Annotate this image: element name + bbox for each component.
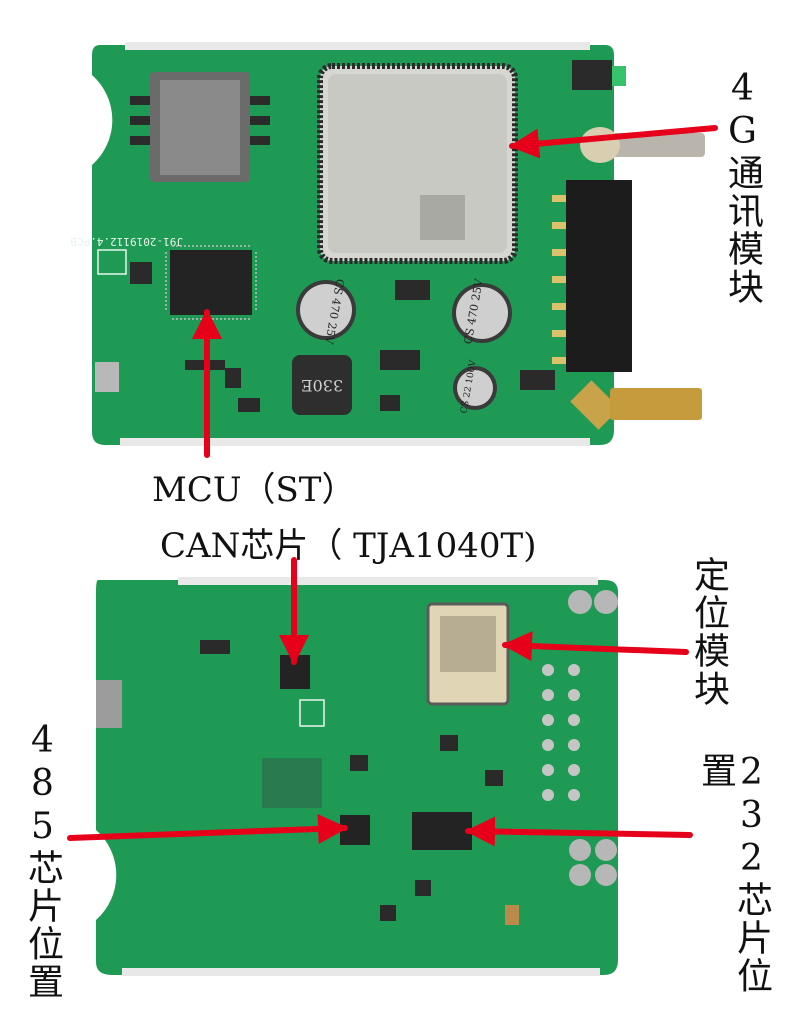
can-chip-label: CAN芯片（ TJA1040T) bbox=[160, 526, 537, 566]
pcb-id-text: J91-2019112.4.PCB bbox=[70, 235, 183, 248]
chip-232-label: 232芯片位置 bbox=[695, 752, 772, 995]
arrow-4g-module bbox=[509, 125, 718, 159]
mcu-label: MCU（ST） bbox=[152, 470, 356, 510]
bottom-board bbox=[96, 577, 618, 976]
arrow-positioning-module bbox=[502, 631, 689, 662]
arrow-232-chip bbox=[465, 816, 693, 847]
top-board: J91-2019112.4.PCB bbox=[70, 42, 705, 446]
positioning-module-label: 定位模块 bbox=[688, 556, 729, 708]
arrow-485-chip bbox=[67, 813, 348, 844]
callout-arrows bbox=[67, 125, 718, 847]
inductor-text: 330E bbox=[301, 376, 343, 395]
chip-485-label: 485芯片位置 bbox=[22, 720, 63, 1001]
module-4g-label: 4G通讯模块 bbox=[722, 68, 763, 306]
